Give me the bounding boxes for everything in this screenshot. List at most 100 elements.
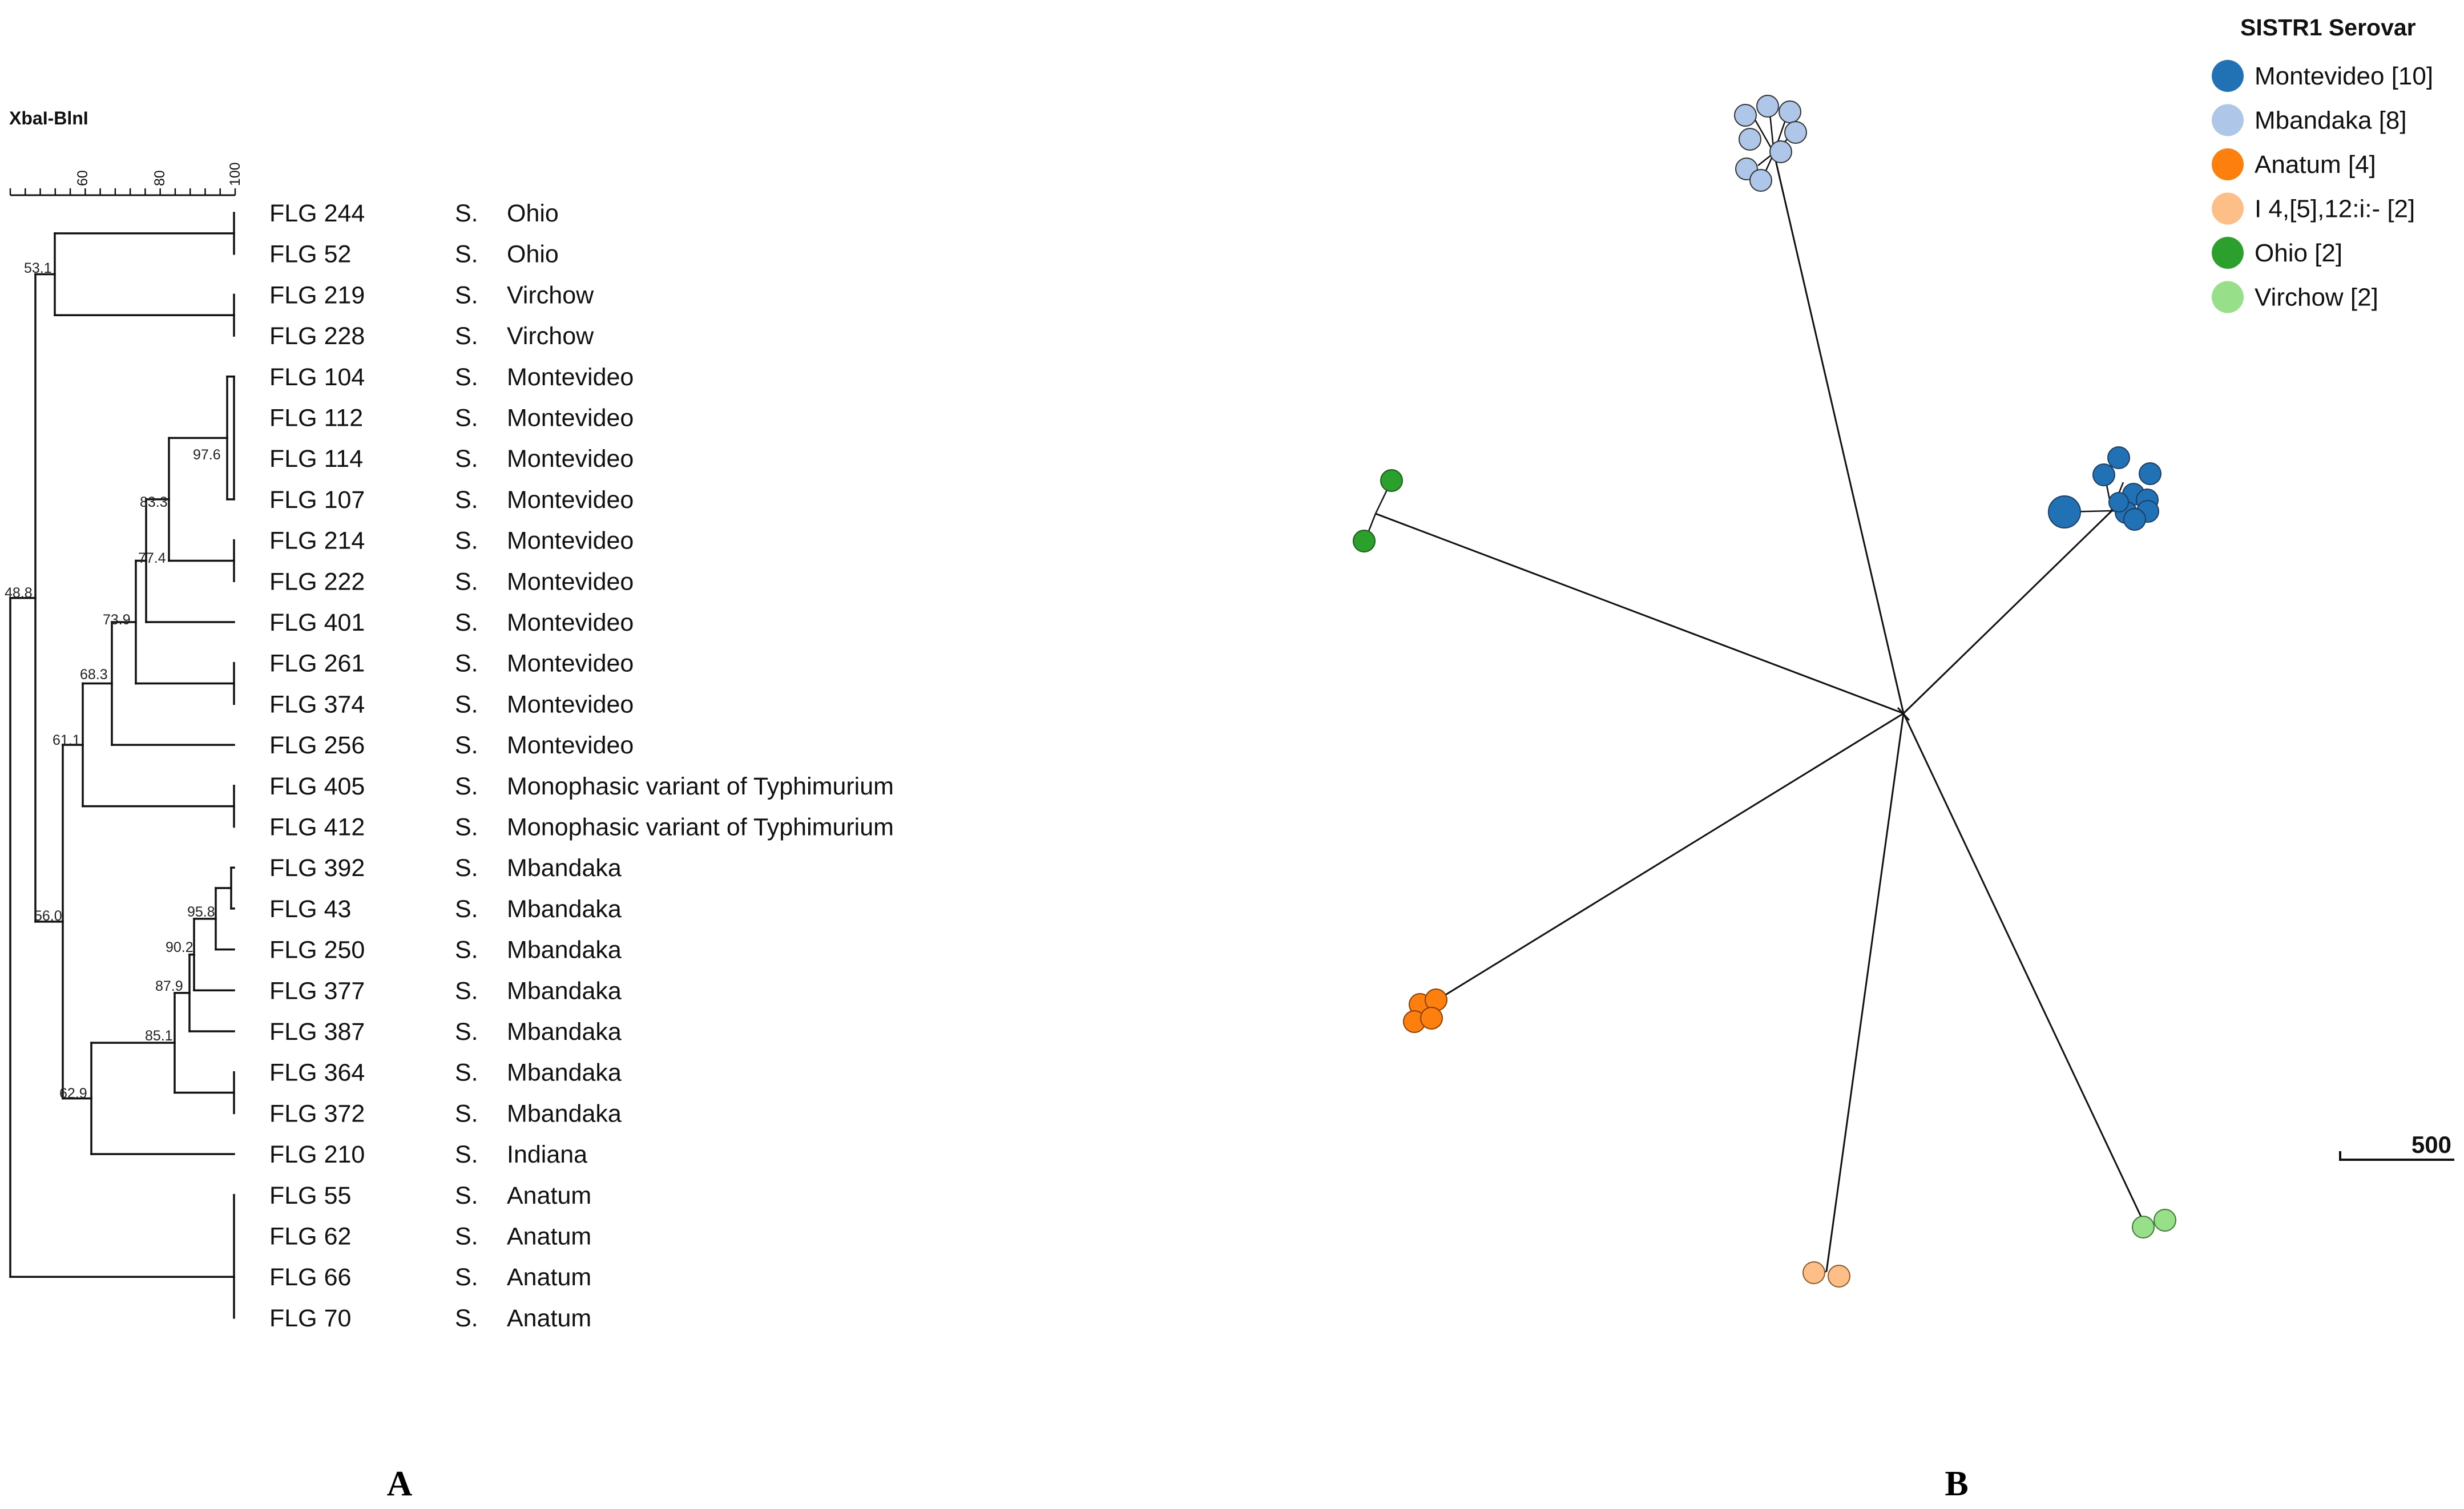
isolate-genus: S.	[455, 977, 478, 1004]
montevideo-node	[2092, 463, 2115, 486]
isolate-id: FLG 364	[269, 1059, 365, 1087]
legend-label: Montevideo [10]	[2255, 62, 2433, 90]
isolate-serovar: Anatum	[507, 1182, 591, 1209]
isolate-id: FLG 210	[269, 1141, 365, 1168]
virchow-node	[2132, 1216, 2155, 1238]
isolate-serovar: Montevideo	[507, 609, 634, 636]
isolate-genus: S.	[455, 895, 478, 923]
isolate-id: FLG 401	[269, 609, 365, 636]
isolate-serovar: Montevideo	[507, 405, 634, 432]
bootstrap-value: 61.1	[53, 732, 80, 748]
isolate-id: FLG 387	[269, 1018, 365, 1046]
isolate-genus: S.	[455, 732, 478, 759]
isolate-id: FLG 66	[269, 1264, 351, 1291]
isolate-serovar: Montevideo	[507, 732, 634, 759]
isolate-serovar: Montevideo	[507, 650, 634, 677]
legend-label: I 4,[5],12:i:- [2]	[2255, 195, 2415, 223]
scale-axis-tick-label: 100	[227, 162, 243, 186]
mbandaka-node	[1756, 95, 1779, 118]
i4512-node	[1828, 1265, 1850, 1288]
isolate-id: FLG 374	[269, 691, 365, 718]
isolate-id: FLG 244	[269, 200, 365, 227]
branch-to-montevideo	[1902, 510, 2113, 715]
isolate-serovar: Anatum	[507, 1305, 591, 1332]
isolate-genus: S.	[455, 241, 478, 268]
isolate-serovar: Virchow	[507, 322, 594, 350]
bootstrap-value: 90.2	[166, 939, 193, 955]
isolate-serovar: Virchow	[507, 281, 594, 309]
isolate-genus: S.	[455, 814, 478, 841]
isolate-id: FLG 412	[269, 814, 365, 841]
isolate-genus: S.	[455, 486, 478, 514]
legend-label: Anatum [4]	[2255, 151, 2376, 179]
bootstrap-value: 48.8	[5, 585, 33, 601]
isolate-serovar: Mbandaka	[507, 977, 622, 1004]
isolate-serovar: Monophasic variant of Typhimurium	[507, 814, 894, 841]
isolate-genus: S.	[455, 937, 478, 964]
phylogenetic-tree	[1353, 95, 2176, 1288]
isolate-id: FLG 219	[269, 281, 365, 309]
isolate-id: FLG 377	[269, 977, 365, 1004]
isolate-serovar: Montevideo	[507, 445, 634, 473]
isolate-serovar: Mbandaka	[507, 937, 622, 964]
bootstrap-value: 97.6	[193, 447, 221, 463]
legend-swatch	[2212, 281, 2244, 313]
isolate-id: FLG 250	[269, 937, 365, 964]
isolate-genus: S.	[455, 691, 478, 718]
dendrogram-branches	[9, 212, 235, 1319]
panel-label-b: B	[1945, 1464, 1968, 1503]
tree-scale-bar: 500	[2339, 1131, 2454, 1161]
isolate-genus: S.	[455, 568, 478, 595]
branch-to-i4512	[1825, 713, 1905, 1272]
isolate-genus: S.	[455, 1100, 478, 1127]
isolate-id: FLG 112	[269, 405, 363, 432]
legend-label: Mbandaka [8]	[2255, 107, 2407, 135]
isolate-serovar: Mbandaka	[507, 1059, 622, 1087]
mbandaka-node	[1749, 169, 1772, 192]
montevideo-node	[2139, 462, 2161, 485]
isolate-id: FLG 55	[269, 1182, 351, 1209]
mbandaka-node	[1779, 100, 1801, 123]
isolate-serovar: Mbandaka	[507, 895, 622, 923]
isolate-serovar: Ohio	[507, 200, 559, 227]
serovar-legend: SISTR1 Serovar Montevideo [10]Mbandaka […	[2212, 14, 2433, 313]
bootstrap-value: 53.1	[24, 260, 52, 276]
branch-to-anatum	[1429, 712, 1904, 1006]
mbandaka-node	[1784, 121, 1807, 144]
ohio-node	[1353, 530, 1376, 552]
isolate-genus: S.	[455, 1305, 478, 1332]
isolate-id: FLG 52	[269, 241, 351, 268]
legend-swatch	[2212, 104, 2244, 136]
isolate-genus: S.	[455, 609, 478, 636]
isolate-genus: S.	[455, 1182, 478, 1209]
isolate-id: FLG 214	[269, 527, 365, 555]
isolate-id: FLG 70	[269, 1305, 351, 1332]
bootstrap-value: 85.1	[145, 1028, 173, 1044]
bootstrap-value: 56.0	[34, 908, 62, 924]
bootstrap-value: 77.4	[138, 550, 166, 566]
isolate-genus: S.	[455, 445, 478, 473]
i4512-node	[1802, 1261, 1825, 1284]
legend-swatch	[2212, 237, 2244, 269]
montevideo-node	[2123, 508, 2146, 531]
legend-label: Ohio [2]	[2255, 239, 2342, 267]
isolate-genus: S.	[455, 1141, 478, 1168]
isolate-genus: S.	[455, 854, 478, 882]
branch-to-ohio	[1375, 513, 1904, 715]
isolate-serovar: Anatum	[507, 1264, 591, 1291]
isolate-id: FLG 372	[269, 1100, 365, 1127]
isolate-genus: S.	[455, 527, 478, 555]
isolate-id: FLG 256	[269, 732, 365, 759]
isolate-serovar: Mbandaka	[507, 1100, 622, 1127]
isolate-genus: S.	[455, 773, 478, 800]
isolate-genus: S.	[455, 1018, 478, 1046]
legend-swatch	[2212, 148, 2244, 180]
isolate-serovar: Montevideo	[507, 486, 634, 514]
isolate-genus: S.	[455, 650, 478, 677]
montevideo-node	[2107, 446, 2130, 469]
isolate-genus: S.	[455, 364, 478, 391]
scale-axis-tick-label: 60	[75, 170, 91, 186]
isolate-serovar: Monophasic variant of Typhimurium	[507, 773, 894, 800]
